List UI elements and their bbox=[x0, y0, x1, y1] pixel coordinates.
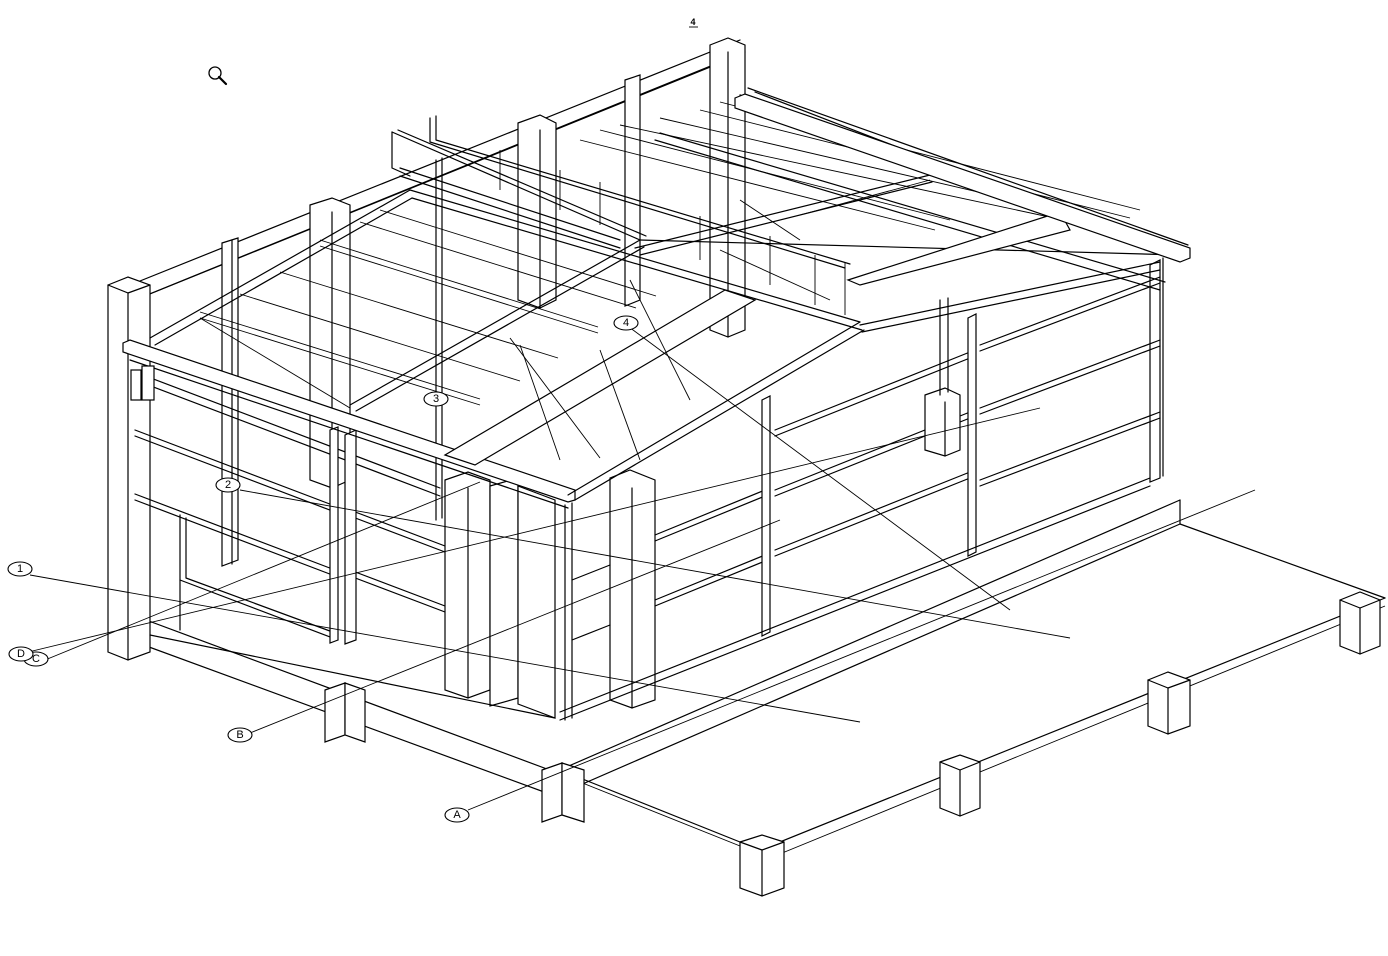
grid-bubble-b: B bbox=[227, 727, 253, 743]
footing bbox=[939, 754, 981, 817]
grid-bubble-d: D bbox=[8, 646, 34, 662]
roof-frame bbox=[122, 87, 1191, 509]
grid-lines bbox=[19, 323, 1256, 811]
svg-text:D: D bbox=[17, 648, 25, 660]
svg-text:4: 4 bbox=[623, 317, 629, 329]
front-side-wall bbox=[559, 257, 1164, 721]
footing bbox=[1147, 671, 1191, 735]
svg-text:C: C bbox=[32, 653, 40, 665]
grid-bubble-2: 2 bbox=[215, 477, 241, 493]
footing bbox=[739, 834, 785, 897]
footing bbox=[324, 682, 366, 743]
grid-bubble-1: 1 bbox=[7, 561, 33, 577]
footing bbox=[1339, 591, 1381, 655]
top-marker-label: 4 bbox=[690, 17, 695, 27]
svg-text:1: 1 bbox=[17, 563, 23, 575]
svg-text:3: 3 bbox=[433, 393, 439, 405]
grid-bubble-4: 4 bbox=[613, 315, 639, 331]
grid-bubble-3: 3 bbox=[423, 391, 449, 407]
svg-text:B: B bbox=[236, 729, 243, 741]
svg-text:A: A bbox=[453, 809, 461, 821]
grid-bubble-a: A bbox=[444, 807, 470, 823]
svg-text:2: 2 bbox=[225, 479, 231, 491]
foundation-slab bbox=[129, 499, 1386, 897]
magnifier-icon[interactable] bbox=[208, 66, 228, 86]
